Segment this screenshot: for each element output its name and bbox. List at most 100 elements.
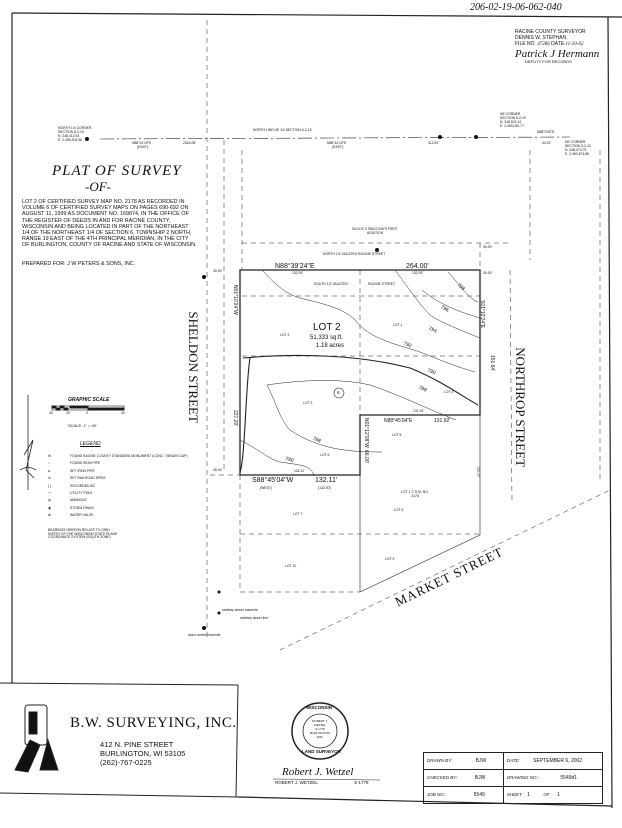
legend-label: RECORDED AS [70, 483, 95, 488]
legend-label: UTILITY POLE [70, 491, 93, 496]
table-row: DRAWN BY: BJW DATE: SEPTEMBER 6, 2002 [423, 752, 604, 770]
graphic-scale-title: GRAPHIC SCALE [68, 397, 110, 403]
sanitary-manhole-label: sanitary sewer manhole [222, 608, 258, 612]
racine-street: RACINE STREET [368, 282, 396, 286]
date-label: DATE: [506, 758, 520, 763]
legend: ⊕FOUND RACINE COUNTY STANDARD MONUMENT (… [48, 453, 188, 520]
segment-distance: 312.87' [428, 141, 440, 145]
found-iron-pipe-icon: ○ [48, 461, 51, 466]
signer-title: DEPUTY FOR RECORDS [525, 59, 572, 64]
sub-lot-label: LOT 8 [394, 508, 404, 512]
segment-record: (EAST) [332, 145, 344, 149]
drawn-by-value: BJW [475, 758, 487, 764]
sub-lot-label: LOT 2 [280, 333, 290, 337]
job-no-label: JOB NO.: [427, 792, 447, 797]
sub-lot-label: LOT 7 [293, 512, 303, 516]
seal-bottom-text: LAND SURVEYOR [302, 749, 341, 754]
scale-tick: 40 [121, 411, 125, 415]
surveyor-signature: Robert J. Wetzel [282, 766, 354, 778]
seal-line: WIS. [316, 735, 324, 739]
south-bearing: S88°45'04"W [252, 477, 294, 484]
dimension: (132.00') [318, 486, 332, 490]
segment-bearing: N88°41'19"E [327, 141, 347, 145]
west-bearing: N01°10'24"W [232, 285, 238, 315]
legend-item: ○FOUND IRON PIPE [48, 460, 188, 467]
scale-tick: 20 [66, 411, 70, 415]
plat-title: PLAT OF SURVEY [52, 163, 182, 179]
job-no-value: 5549 [473, 792, 485, 798]
segment-record: (EAST) [137, 145, 149, 149]
corner-line: E. 2,460,030.77 [500, 124, 524, 128]
sanitary-line-label: sanitary sewer line [240, 616, 269, 620]
address-line: 412 N. PINE STREET [100, 740, 174, 749]
inner-west-bearing: N01°12'08"W [363, 418, 369, 448]
utility-pole-icon: ⊸ [48, 491, 51, 496]
legend-item: ⊘ SET RAILROAD SPIKE [48, 475, 188, 482]
lot-2-boundary [239, 269, 481, 476]
prepared-for: PREPARED FOR: J W PETERS & SONS, INC. [22, 261, 136, 267]
sheet-label: SHEET [506, 792, 522, 797]
dimension: 132.00' [292, 271, 304, 275]
legend-label: FOUND RACINE COUNTY STANDARD MONUMENT (C… [70, 454, 188, 458]
west-distance: 227.20' [232, 410, 238, 427]
recording-signature: Patrick J Hermann [515, 48, 600, 60]
corner-line: NORTH 1/4 CORNER [58, 126, 92, 130]
north-arrow [19, 395, 37, 490]
south-distance: 132.11' [315, 477, 338, 484]
bearing-note: BEARINGS HEREON RELATE TO GRID NORTH OF … [48, 528, 118, 540]
sheet-value: 1 [527, 792, 531, 798]
scale-tick: 0 [86, 411, 88, 415]
racine-street-south: SOUTH 1/2 VACATED [314, 282, 348, 286]
lot-name: LOT 2 [313, 322, 341, 333]
document-number: 206-02-19-06-062-040 [470, 2, 562, 13]
dimension: 30.00' [483, 271, 493, 275]
date-cell: DATE: SEPTEMBER 6, 2002 [502, 752, 604, 770]
corner-line: SECTION 6-2-19 [500, 116, 526, 120]
seal-line: BURLINGTON [310, 731, 330, 735]
lot-area-sqft: 51,333 sq.ft. [310, 335, 344, 341]
sub-lot-label: LOT 10 [285, 564, 297, 568]
railroad-spike-icon: ⊘ [48, 476, 51, 481]
legend-label: MANHOLE [70, 498, 87, 503]
section-line [99, 136, 571, 140]
sub-lot-label: LOT 3 [303, 401, 313, 405]
corner-line: E. 2,456,203.36 [58, 138, 82, 142]
seal-top-text: WISCONSIN [306, 705, 333, 710]
csm-lot-lines [359, 415, 481, 593]
segment-distance: 44.22' [542, 141, 552, 145]
legend-label: WATER VALVE [70, 513, 94, 518]
drawing-no-value: 5549d1 [560, 775, 578, 781]
right-border [607, 16, 613, 809]
company-address: 412 N. PINE STREET BURLINGTON, WI 53105 … [100, 740, 185, 767]
drawing-info-table: DRAWN BY: BJW DATE: SEPTEMBER 6, 2002 CH… [423, 752, 604, 804]
company-phone: (262)-767-0225 [100, 758, 152, 767]
surveyor-logo [14, 704, 59, 773]
east-distance: 161.64' [489, 355, 495, 372]
segment-bearing: N88°41'19"E [132, 141, 152, 145]
seal-line: ROBERT J. [312, 719, 328, 723]
company-name: B.W. SURVEYING, INC. [70, 715, 237, 731]
sub-lot-label: LOT 1 C.S.M. NO. 2178 [401, 490, 429, 498]
legal-description: LOT 2 OF CERTIFIED SURVEY MAP NO. 2178 A… [22, 199, 197, 249]
legend-label: SET RAILROAD SPIKE [70, 476, 106, 481]
file-label: FILE NO. [515, 41, 536, 47]
corner-line: E. 2,460,874.88 [565, 152, 589, 156]
inner-south-bearing: N88°45'04"E [384, 418, 413, 424]
dimension: 131.92' [413, 409, 425, 413]
table-row: JOB NO.: 5549 SHEET 1 OF 1 [423, 786, 604, 804]
manhole-icon: ◍ [48, 498, 51, 503]
checked-by-cell: CHECKED BY: BJW [423, 769, 504, 787]
checked-by-value: BJW [474, 775, 486, 781]
date-label: DATE: [551, 41, 566, 47]
sub-lot-label: LOT 4 [444, 390, 454, 394]
legend-label: SET IRON PIPE [70, 468, 95, 473]
legend-item: ◍ MANHOLE [48, 497, 188, 504]
monument-markers [85, 135, 478, 630]
parcel-number: 6 [337, 390, 340, 395]
top-border [11, 12, 622, 18]
right-of-way-lines [206, 20, 611, 651]
date-value: SEPTEMBER 6, 2002 [533, 758, 583, 764]
